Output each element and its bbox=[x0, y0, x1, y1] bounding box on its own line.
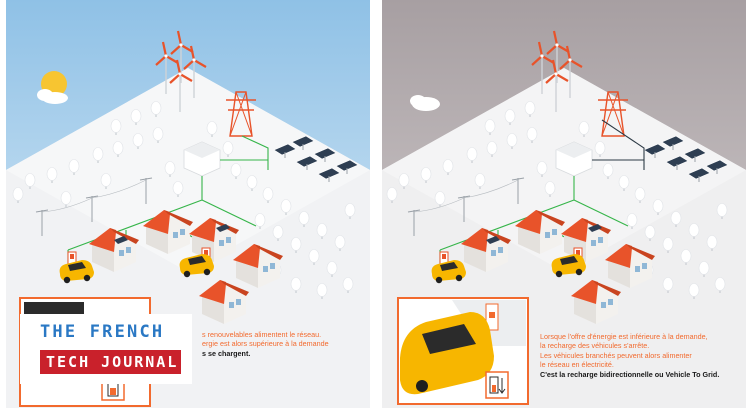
caption-evening: Lorsque l'offre d'énergie est inférieure… bbox=[540, 332, 719, 379]
logo-line-2-banner: TECH JOURNAL bbox=[40, 350, 181, 374]
logo-line-1: THE FRENCH bbox=[40, 322, 164, 342]
caption-line: Lorsque l'offre d'énergie est inférieure… bbox=[540, 332, 719, 341]
illustration-panel-evening: Lorsque l'offre d'énergie est inférieure… bbox=[382, 0, 746, 408]
caption-line: s renouvelables alimentent le réseau. bbox=[202, 330, 329, 339]
caption-day: s renouvelables alimentent le réseau. er… bbox=[202, 330, 329, 358]
caption-line: Les véhicules branchés peuvent alors ali… bbox=[540, 351, 719, 360]
inset-v2g-card bbox=[398, 298, 528, 404]
caption-line: la recharge des véhicules s'arrête. bbox=[540, 341, 719, 350]
caption-line-emphasis: C'est la recharge bidirectionnelle ou Ve… bbox=[540, 370, 719, 379]
french-tech-journal-logo: THE FRENCH TECH JOURNAL bbox=[20, 314, 192, 384]
caption-line: ergie est alors supérieure à la demande bbox=[202, 339, 329, 348]
caption-line: le réseau en électricité. bbox=[540, 360, 719, 369]
logo-line-2: TECH JOURNAL bbox=[46, 353, 178, 371]
caption-line-emphasis: s se chargent. bbox=[202, 349, 329, 358]
